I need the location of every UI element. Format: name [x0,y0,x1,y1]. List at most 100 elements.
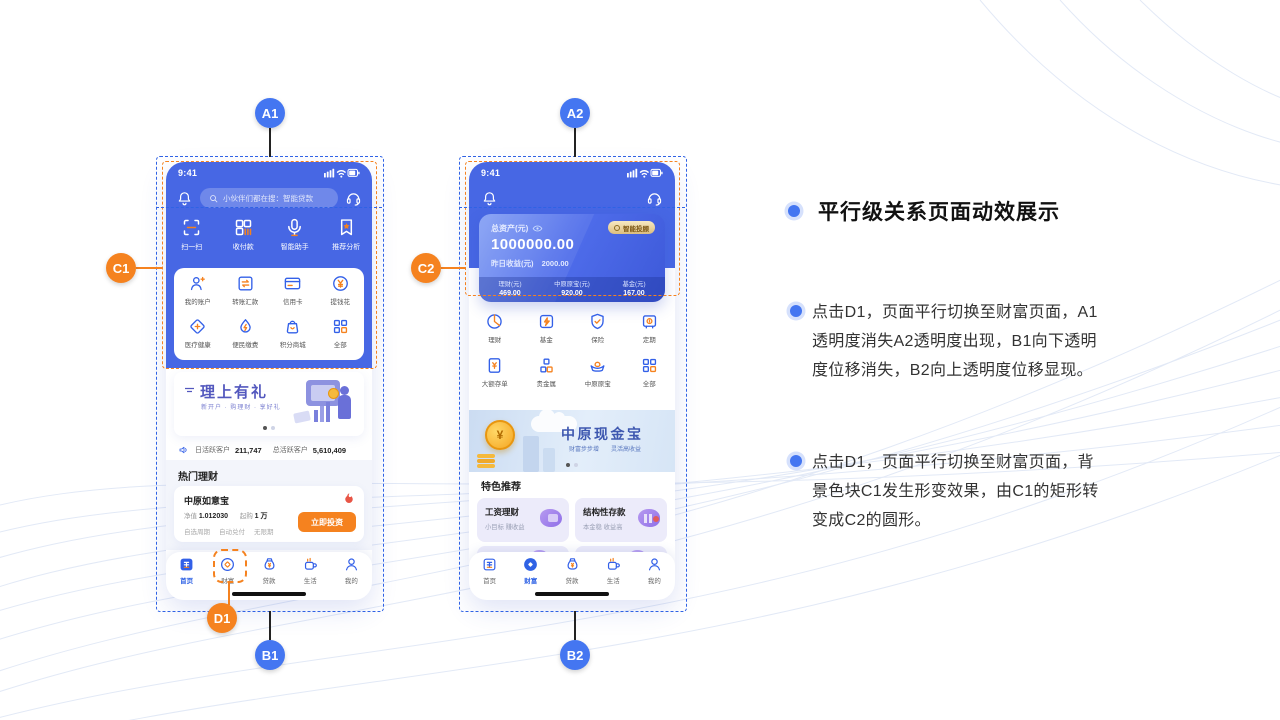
quick-item-recommend[interactable]: 推荐分析 [321,217,373,252]
nav-item-life[interactable]: 生活 [290,556,331,594]
callout-b1: B1 [255,640,285,670]
grid-item-points-mall[interactable]: 积分商城 [269,317,317,357]
phone1-quick-actions: 扫一扫 收付款 智能助手 推荐分析 [166,217,372,252]
grid-item-insurance[interactable]: 保险 [572,312,624,356]
featured-card-structured[interactable]: 结构性存款 本金稳 收益高 [575,498,667,542]
life-nav-icon [304,557,317,570]
banner-title: 理上有礼 [200,385,269,401]
cloud-decor [531,410,577,432]
grid-item-label: 基金 [539,337,553,344]
nav-item-loan[interactable]: 贷款 [551,556,592,594]
grid-item-account[interactable]: 我的账户 [174,274,222,314]
phone1-services-grid: 我的账户 转账汇款 信用卡 提钱花 医疗健 [174,268,364,360]
nav-item-home[interactable]: 首页 [469,556,510,594]
nav-item-label: 财富 [524,578,538,585]
phone1-bottom-nav: 首页 财富 贷款 [166,552,372,600]
advisor-badge-label: 智能投顾 [623,225,649,233]
credit-card-icon [284,277,301,290]
grid-item-finance[interactable]: 理财 [469,312,521,356]
home-indicator [232,592,306,596]
grid-item-transfer[interactable]: 转账汇款 [222,274,270,314]
asset-col-label: 基金(元) [622,280,646,288]
banner-illustration [288,376,358,432]
ticker-label: 总活跃客户 [272,447,308,454]
eye-icon[interactable] [532,223,543,234]
phone2-status-bar: 9:41 [469,162,675,182]
phone1-promo-banner[interactable]: 理上有礼 新开户 · 购理财 · 享好礼 [174,372,364,436]
smart-advisor-badge[interactable]: 智能投顾 [608,221,655,234]
grid-item-utility[interactable]: 便民缴费 [222,317,270,357]
grid-item-label: 中原原宝 [584,381,611,388]
grid-item-label: 积分商城 [279,342,306,349]
grid-item-all[interactable]: 全部 [624,356,676,400]
headset-icon[interactable] [345,190,362,207]
grid-item-fund[interactable]: 基金 [521,312,573,356]
phone2-services-grid: 理财 基金 保险 定期 [469,312,675,400]
b1-connector [269,611,271,640]
grid-item-credit-card[interactable]: 信用卡 [269,274,317,314]
min-buy-label: 起购 [239,513,253,520]
grid-item-precious-metal[interactable]: 贵金属 [521,356,573,400]
hot-product-card[interactable]: 中原如意宝 净值 1.012030 起购 1 万 自选周期 自动兑付 无限期 立… [174,486,364,542]
points-mall-icon [287,320,299,334]
annotation-title: 平行级关系页面动效展示 [818,201,1060,224]
nav-item-mine[interactable]: 我的 [634,556,675,594]
banner-subtitle-left: 财富步步增 [569,447,600,453]
grid-item-certificate[interactable]: 大额存单 [469,356,521,400]
grid-item-label: 全部 [333,342,347,349]
search-icon [210,194,218,202]
wealth-nav-icon [524,558,538,571]
annotation-bullet-2: 点击D1，页面平行切换至财富页面，背景色块C1发生形变效果，由C1的矩形转变成C… [788,448,1108,535]
phone1-status-bar: 9:41 [166,162,372,182]
grid-item-yuanbao[interactable]: 中原原宝 [572,356,624,400]
grid-item-label: 理财 [488,337,502,344]
nav-item-label: 首页 [483,578,497,585]
annotation-panel: 平行级关系页面动效展示 点击D1，页面平行切换至财富页面，A1透明度消失A2透明… [788,196,1118,529]
quick-item-assistant[interactable]: 智能助手 [269,217,321,252]
phone2-bottom-nav: 首页 财富 贷款 [469,552,675,600]
grid-item-all[interactable]: 全部 [317,317,365,357]
annotation-text: 点击D1，页面平行切换至财富页面，A1透明度消失A2透明度出现，B1向下透明度位… [812,304,1098,379]
nav-item-loan[interactable]: 贷款 [248,556,289,594]
advisor-badge-icon [614,224,620,231]
bell-icon[interactable] [481,190,498,207]
nav-item-life[interactable]: 生活 [593,556,634,594]
life-nav-icon [607,557,620,570]
annotation-heading: 平行级关系页面动效展示 [788,196,1118,226]
nav-item-label: 贷款 [565,578,579,585]
total-assets-label: 总资产(元) [491,224,529,233]
search-input[interactable]: 小伙伴们都在搜：智能贷款 [200,188,338,208]
invest-now-button[interactable]: 立即投资 [298,512,356,532]
grid-item-label: 大额存单 [481,381,508,388]
nav-item-label: 生活 [606,578,620,585]
quick-item-scan[interactable]: 扫一扫 [166,217,218,252]
home-indicator [535,592,609,596]
building-decor [523,436,539,472]
nav-item-mine[interactable]: 我的 [331,556,372,594]
grid-item-label: 转账汇款 [232,299,259,306]
phone2-cash-banner[interactable]: ¥ 中原现金宝 财富步步增 灵活高收益 [469,410,675,472]
quick-item-payments[interactable]: 收付款 [218,217,270,252]
c2-connector [441,267,465,269]
grid-item-fixed-deposit[interactable]: 定期 [624,312,676,356]
nav-item-home[interactable]: 首页 [166,556,207,594]
payments-icon [235,219,251,236]
yesterday-label: 昨日收益(元) [491,259,534,268]
total-assets-card[interactable]: 总资产(元) 智能投顾 1000000.00 昨日收益(元) 2000.00 理… [479,214,665,302]
product-tags: 自选周期 自动兑付 无限期 [184,526,274,536]
grid-item-label: 保险 [591,337,605,344]
fixed-deposit-icon [642,315,656,329]
nav-item-wealth[interactable]: 财富 [510,556,551,594]
grid-item-label: 我的账户 [184,299,211,306]
recommend-badge-icon [340,219,352,236]
grid-item-cash[interactable]: 提钱花 [317,274,365,314]
grid-item-medical[interactable]: 医疗健康 [174,317,222,357]
featured-card-salary[interactable]: 工资理财 小目标 赚收益 [477,498,569,542]
yuanbao-icon [590,361,605,372]
headset-icon[interactable] [646,190,663,207]
cash-yuan-icon [332,276,348,291]
gold-coin-illustration: ¥ [485,420,515,450]
bell-icon[interactable] [176,190,193,207]
a2-connector [574,128,576,157]
fund-icon [539,314,553,329]
